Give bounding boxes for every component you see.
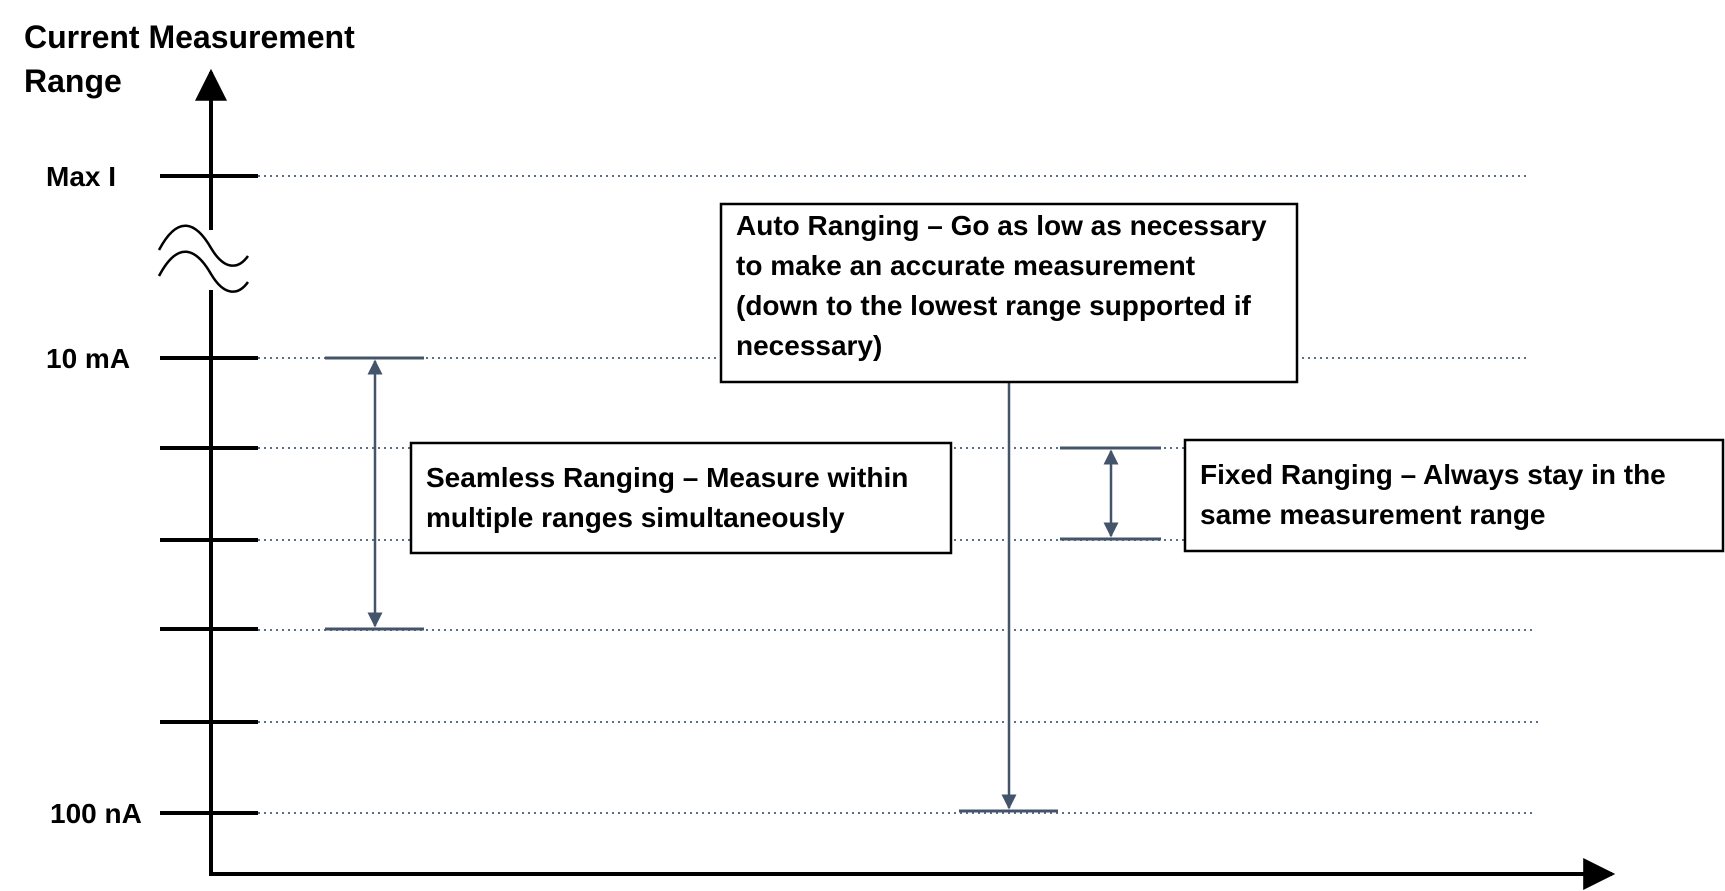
auto-ranging-line-2: to make an accurate measurement <box>736 250 1196 281</box>
auto-ranging-line-1: Auto Ranging – Go as low as necessary <box>736 210 1267 241</box>
auto-ranging-line-4: necessary) <box>736 330 883 361</box>
y-axis-ticks <box>160 174 258 815</box>
auto-range-marker <box>959 382 1058 813</box>
tick-label-max-i: Max I <box>46 161 116 192</box>
seamless-ranging-line-1: Seamless Ranging – Measure within <box>426 462 909 493</box>
y-axis-title-line1: Current Measurement <box>24 19 355 55</box>
auto-ranging-text: Auto Ranging – Go as low as necessary to… <box>736 206 1267 366</box>
fixed-ranging-text: Fixed Ranging – Always stay in the same … <box>1200 455 1666 535</box>
auto-ranging-line-3: (down to the lowest range supported if <box>736 290 1251 321</box>
fixed-ranging-line-2: same measurement range <box>1200 499 1546 530</box>
fixed-ranging-line-1: Fixed Ranging – Always stay in the <box>1200 459 1666 490</box>
seamless-ranging-line-2: multiple ranges simultaneously <box>426 502 845 533</box>
seamless-ranging-text: Seamless Ranging – Measure within multip… <box>426 458 908 538</box>
axis-break-icon <box>157 224 250 293</box>
tick-label-100na: 100 nA <box>50 798 142 829</box>
fixed-range-marker <box>1060 446 1161 541</box>
auto-ranging-box <box>719 202 1299 384</box>
seamless-range-marker <box>325 356 424 631</box>
seamless-ranging-box <box>409 441 953 555</box>
tick-label-10ma: 10 mA <box>46 343 130 374</box>
y-axis-title-line2: Range <box>24 63 122 99</box>
fixed-ranging-box <box>1183 438 1725 553</box>
